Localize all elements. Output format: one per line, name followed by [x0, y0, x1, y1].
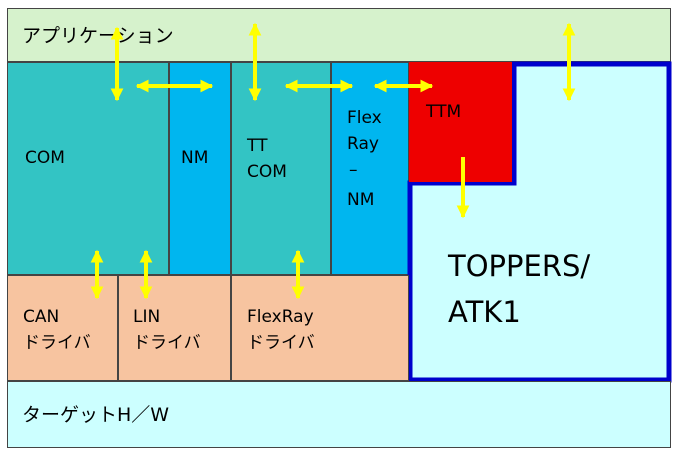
flexray-driver-block: FlexRay ドライバ [231, 275, 409, 381]
ttcom-label-line2: COM [247, 162, 287, 182]
can-driver-line1: CAN [23, 307, 60, 327]
lin-driver-line1: LIN [133, 307, 161, 327]
application-label: アプリケーション [22, 25, 174, 47]
flexray-driver-line1: FlexRay [247, 307, 314, 327]
nm-block: NM [169, 62, 231, 275]
flexray-nm-line3: – [349, 160, 358, 180]
can-driver-block: CAN ドライバ [7, 275, 118, 381]
can-driver-line2: ドライバ [23, 333, 91, 353]
com-block: COM [7, 62, 169, 275]
ttcom-block: TT COM [231, 62, 331, 275]
target-hw-layer: ターゲットH／W [7, 381, 671, 448]
lin-driver-line2: ドライバ [133, 333, 201, 353]
flexray-nm-line4: NM [347, 190, 375, 210]
flexray-nm-line1: Flex [347, 108, 382, 128]
flexray-driver-line2: ドライバ [247, 333, 315, 353]
nm-label: NM [181, 148, 209, 168]
ttm-label: TTM [426, 102, 462, 122]
toppers-label-line1: TOPPERS/ [448, 249, 591, 283]
flexray-nm-block: Flex Ray – NM [331, 62, 409, 275]
ttm-block: TTM [409, 62, 512, 182]
ttcom-label-line1: TT [247, 136, 268, 156]
lin-driver-block: LIN ドライバ [118, 275, 231, 381]
toppers-label-line2: ATK1 [448, 295, 521, 329]
com-label: COM [25, 148, 65, 168]
target-hw-label: ターゲットH／W [22, 404, 170, 426]
flexray-nm-line2: Ray [347, 134, 379, 154]
